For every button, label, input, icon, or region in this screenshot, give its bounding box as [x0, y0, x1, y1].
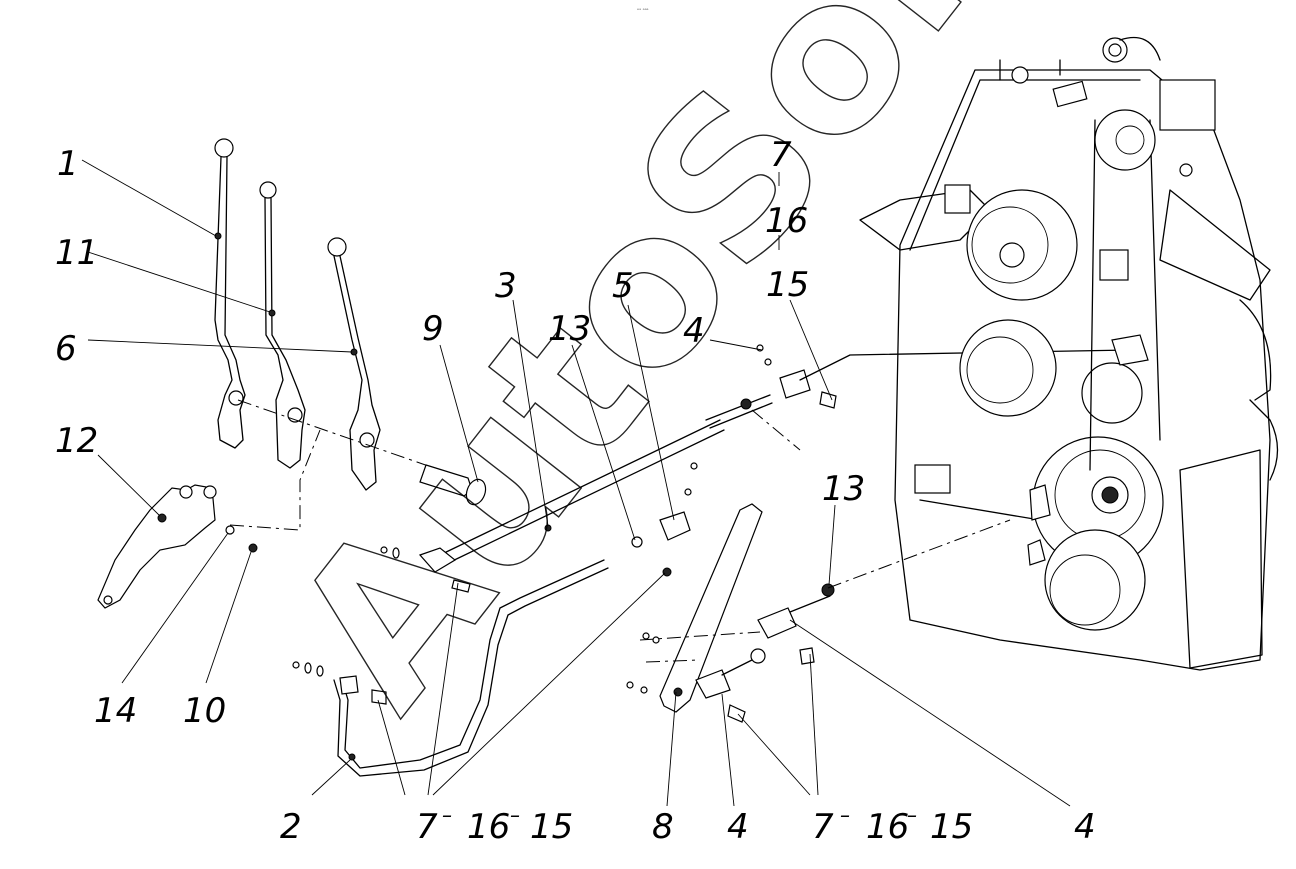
bracket-12 — [97, 484, 258, 609]
callout-16-right: 16 — [866, 807, 909, 847]
callout-4-upper: 4 — [683, 311, 705, 351]
bearing-cover-top — [966, 189, 1078, 301]
callout-6: 6 — [55, 329, 77, 369]
lever-11-pin — [268, 309, 276, 317]
fasteners-left — [292, 546, 471, 677]
callout-2: 2 — [280, 807, 302, 847]
callout-5: 5 — [612, 266, 634, 306]
dash-lever8-fasteners — [639, 631, 761, 663]
dash-right-axis — [827, 519, 1011, 589]
callout-16-left: 16 — [467, 807, 510, 847]
callout-7-right: 7 — [812, 807, 834, 847]
callout-12: 12 — [55, 421, 98, 461]
leader-lines — [81, 159, 1071, 807]
gearbox-housing — [859, 36, 1279, 671]
callout-9: 9 — [422, 309, 444, 349]
callout-4-right: 4 — [1074, 807, 1096, 847]
callout-15-left: 15 — [530, 807, 573, 847]
callout-15-right: 15 — [930, 807, 973, 847]
callout-13-upper: 13 — [548, 309, 591, 349]
bearing-cover-small — [1081, 362, 1143, 424]
callout-dash-1: – — [442, 803, 452, 827]
bearing-cover-bottom — [1044, 529, 1146, 631]
callout-dash-3: – — [840, 803, 850, 827]
callout-8: 8 — [652, 807, 674, 847]
callout-7-left: 7 — [416, 807, 438, 847]
callout-16-top: 16 — [765, 201, 808, 241]
dash-bracket-link — [229, 429, 321, 531]
upper-rod — [705, 344, 1131, 451]
callout-1: 1 — [57, 144, 79, 184]
lever-11 — [259, 181, 306, 469]
callout-13-right: 13 — [822, 469, 865, 509]
callout-3: 3 — [495, 266, 517, 306]
callouts: 1 11 6 12 14 10 2 9 3 13 5 4 7 16 15 13 … — [55, 135, 1096, 847]
callout-4-bottom: 4 — [727, 807, 749, 847]
rod-3 — [418, 419, 725, 573]
axis-line-levers — [237, 399, 441, 471]
callout-7-top: 7 — [770, 135, 792, 175]
callout-10: 10 — [183, 691, 226, 731]
lever-6 — [327, 237, 381, 491]
header-mark: ᵉᵃ ᵃᵃᵃ — [637, 8, 649, 14]
dash-upper-nut — [751, 409, 801, 451]
lever-1 — [214, 138, 246, 449]
callout-dash-2: – — [510, 803, 520, 827]
pin-9 — [419, 464, 487, 506]
callout-11: 11 — [55, 233, 98, 273]
lever-8 — [659, 503, 766, 723]
lever-1-pin — [214, 232, 222, 240]
callout-14: 14 — [94, 691, 137, 731]
linkage-5 — [631, 462, 698, 577]
callout-15-top: 15 — [766, 265, 809, 305]
rod-2 — [333, 559, 609, 777]
pulley-upper — [1094, 109, 1156, 171]
callout-dash-4: – — [907, 803, 917, 827]
bearing-cover-middle — [959, 319, 1057, 417]
